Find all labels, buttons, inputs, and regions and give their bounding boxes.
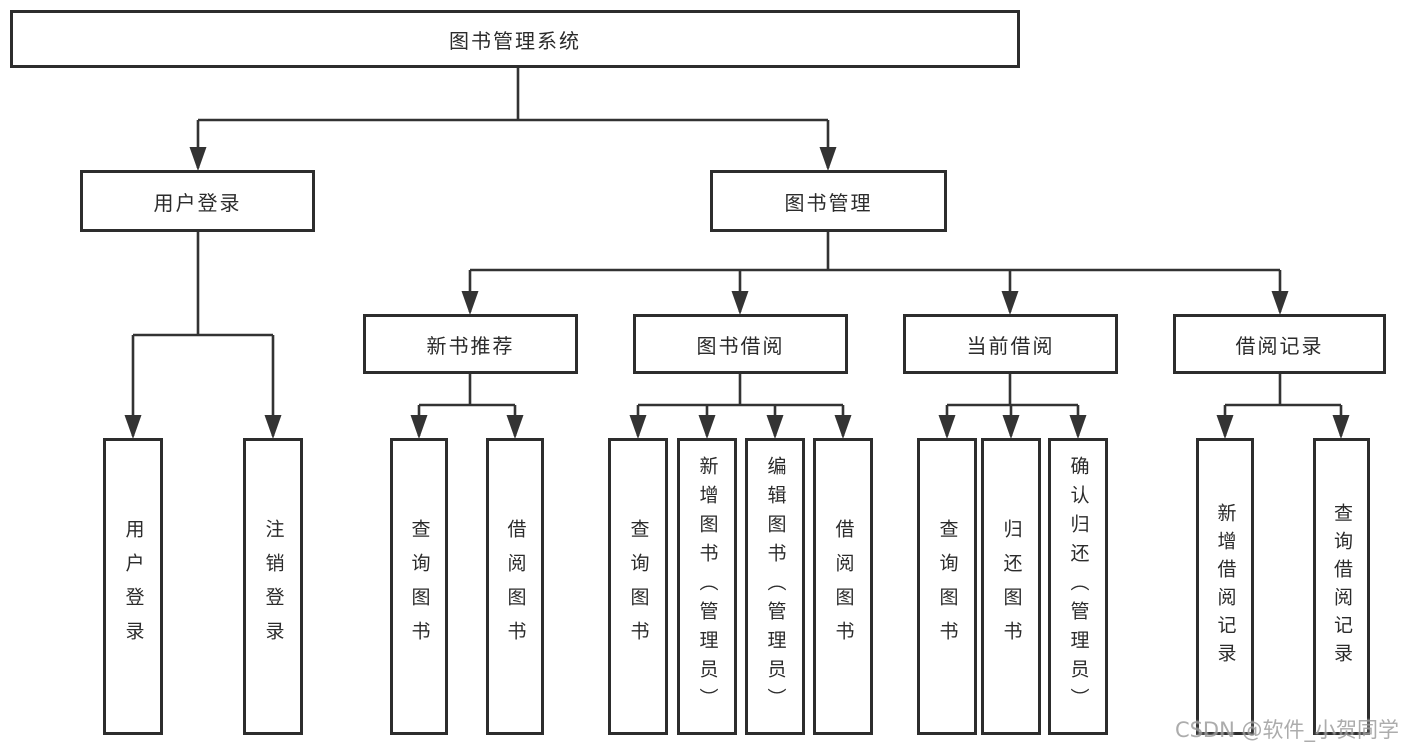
node-query-borrow-record-label: 查询借阅记录 bbox=[1331, 502, 1353, 671]
node-current-borrowing-label: 当前借阅 bbox=[966, 333, 1055, 358]
node-add-books-admin-label: 新增图书（管理员） bbox=[696, 456, 719, 717]
node-borrowing-records-label: 借阅记录 bbox=[1235, 333, 1324, 358]
node-borrow-books-label: 借阅图书 bbox=[832, 518, 855, 655]
node-query-books-current: 查询图书 bbox=[917, 438, 977, 735]
node-user-login-module-label: 用户登录 bbox=[153, 190, 242, 215]
node-borrow-books-newrec-label: 借阅图书 bbox=[504, 518, 527, 655]
node-add-borrow-record: 新增借阅记录 bbox=[1196, 438, 1254, 735]
node-return-books-label: 归还图书 bbox=[1000, 518, 1023, 655]
node-borrow-books-newrec: 借阅图书 bbox=[486, 438, 544, 735]
csdn-watermark: CSDN @软件_小贺同学 bbox=[1174, 718, 1399, 742]
node-borrowing-records: 借阅记录 bbox=[1173, 314, 1386, 374]
node-user-login: 用户登录 bbox=[103, 438, 163, 735]
node-logout: 注销登录 bbox=[243, 438, 303, 735]
node-query-books-borrow: 查询图书 bbox=[608, 438, 668, 735]
node-query-borrow-record: 查询借阅记录 bbox=[1313, 438, 1370, 735]
node-user-login-module: 用户登录 bbox=[80, 170, 315, 232]
node-query-books-newrec: 查询图书 bbox=[390, 438, 448, 735]
node-confirm-return-admin-label: 确认归还（管理员） bbox=[1067, 456, 1090, 717]
node-new-book-recommendation: 新书推荐 bbox=[363, 314, 578, 374]
node-confirm-return-admin: 确认归还（管理员） bbox=[1048, 438, 1108, 735]
node-add-books-admin: 新增图书（管理员） bbox=[677, 438, 737, 735]
node-book-management-module: 图书管理 bbox=[710, 170, 947, 232]
node-edit-books-admin-label: 编辑图书（管理员） bbox=[764, 456, 787, 717]
node-root: 图书管理系统 bbox=[10, 10, 1020, 68]
node-query-books-borrow-label: 查询图书 bbox=[627, 518, 650, 655]
arrowheads bbox=[124, 147, 1350, 439]
node-book-management-module-label: 图书管理 bbox=[784, 190, 873, 215]
node-current-borrowing: 当前借阅 bbox=[903, 314, 1118, 374]
node-book-borrowing: 图书借阅 bbox=[633, 314, 848, 374]
node-user-login-label: 用户登录 bbox=[122, 518, 145, 655]
node-query-books-newrec-label: 查询图书 bbox=[408, 518, 431, 655]
node-book-borrowing-label: 图书借阅 bbox=[696, 333, 785, 358]
node-logout-label: 注销登录 bbox=[262, 518, 285, 655]
node-edit-books-admin: 编辑图书（管理员） bbox=[745, 438, 805, 735]
node-new-book-recommendation-label: 新书推荐 bbox=[426, 333, 515, 358]
node-return-books: 归还图书 bbox=[981, 438, 1041, 735]
node-borrow-books: 借阅图书 bbox=[813, 438, 873, 735]
node-query-books-current-label: 查询图书 bbox=[936, 518, 959, 655]
node-add-borrow-record-label: 新增借阅记录 bbox=[1214, 502, 1237, 671]
node-root-label: 图书管理系统 bbox=[449, 28, 581, 53]
